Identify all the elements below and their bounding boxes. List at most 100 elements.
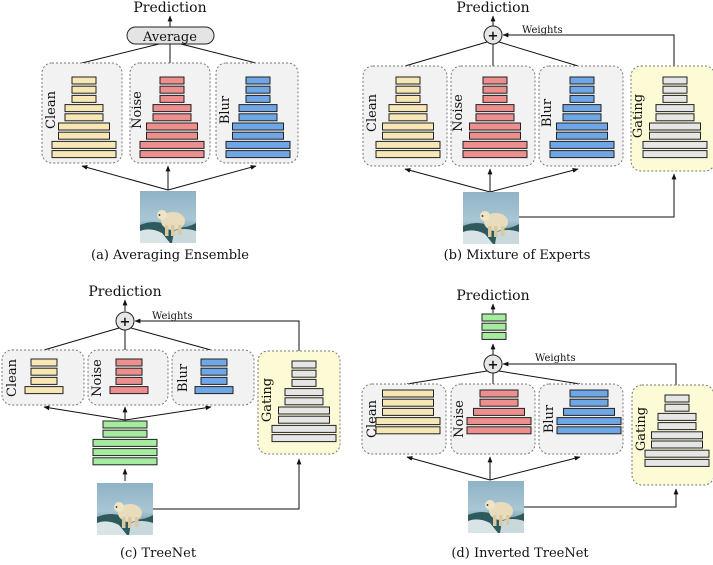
weights-label: Weights (152, 311, 193, 322)
clean-layer (382, 407, 434, 416)
noise-layer (139, 150, 205, 159)
gating-layer (284, 397, 324, 406)
gating-layer (278, 406, 330, 415)
noise-layer (115, 367, 143, 376)
clean-layer (375, 150, 441, 159)
svg-text:+: + (488, 29, 499, 44)
prediction-label: Prediction (456, 288, 529, 304)
blur-layer (549, 150, 615, 159)
expert-noise: Noise (129, 62, 211, 164)
svg-text:Blur: Blur (540, 98, 555, 127)
expert-blur: Blur (538, 65, 624, 167)
gating-layer (664, 403, 690, 412)
gating-layer (662, 85, 688, 94)
shared-head (481, 313, 507, 340)
svg-text:Clean: Clean (44, 90, 59, 129)
input-image (140, 191, 196, 243)
expert-clean: Clean (1, 349, 85, 406)
blur-layer (200, 367, 228, 376)
clean-layer (51, 150, 117, 159)
clean-layer (382, 389, 434, 398)
shared-layer (102, 429, 148, 438)
noise-layer (146, 122, 198, 131)
prediction-label: Prediction (133, 0, 206, 16)
svg-text:Blur: Blur (542, 404, 557, 433)
svg-text:Gating: Gating (260, 378, 275, 422)
input-image (97, 483, 153, 535)
shared-layer (481, 322, 507, 331)
prediction-label: Prediction (456, 0, 529, 16)
svg-text:Blur: Blur (218, 95, 233, 124)
blur-layer (245, 85, 271, 94)
shared-layer (92, 457, 158, 466)
noise-layer (109, 386, 149, 395)
panel-b: Prediction + Weights Clean Noise Blur Ga… (362, 0, 713, 263)
svg-text:Noise: Noise (451, 94, 466, 132)
expert-noise: Noise (450, 65, 536, 167)
blur-layer (569, 85, 595, 94)
input-image (463, 192, 519, 244)
noise-layer (115, 376, 143, 385)
gating-layer (291, 378, 317, 387)
caption-d: (d) Inverted TreeNet (451, 546, 589, 561)
input-image (468, 481, 524, 533)
clean-layer (382, 131, 434, 140)
blur-layer (562, 104, 602, 113)
blur-layer (238, 113, 278, 122)
noise-layer (475, 113, 515, 122)
blur-layer (245, 76, 271, 85)
gating-layer (642, 140, 708, 149)
expert-clean: Clean (362, 65, 448, 167)
clean-layer (395, 85, 421, 94)
svg-text:Noise: Noise (452, 400, 467, 438)
gating-layer (291, 360, 317, 369)
weights-label: Weights (522, 25, 563, 36)
gating-layer (649, 131, 701, 140)
expert-blur: Blur (538, 383, 624, 455)
gating-layer (644, 449, 710, 458)
blur-layer (194, 386, 234, 395)
caption-a: (a) Averaging Ensemble (91, 248, 249, 263)
blur-layer (569, 398, 609, 407)
caption-c: (c) TreeNet (120, 546, 197, 561)
noise-layer (462, 150, 528, 159)
gating-layer (655, 113, 695, 122)
clean-layer (71, 94, 97, 103)
noise-layer (475, 104, 515, 113)
noise-layer (139, 140, 205, 149)
noise-layer (159, 94, 185, 103)
svg-text:Clean: Clean (365, 93, 380, 132)
clean-layer (388, 104, 428, 113)
svg-text:Gating: Gating (631, 94, 646, 138)
gating-layer (291, 369, 317, 378)
noise-layer (482, 94, 508, 103)
blur-layer (556, 131, 608, 140)
noise-layer (152, 113, 192, 122)
clean-layer (382, 398, 434, 407)
blur-layer (556, 426, 622, 435)
blur-layer (569, 76, 595, 85)
gating-layer (644, 458, 710, 467)
panel-d: Prediction + Weights Clean Noise Blur (361, 288, 713, 561)
gating-layer (651, 431, 703, 440)
noise-layer (462, 140, 528, 149)
blur-layer (569, 94, 595, 103)
svg-text:+: + (120, 315, 131, 330)
gating-network: Gating (631, 384, 713, 486)
gating-layer (662, 94, 688, 103)
blur-layer (238, 104, 278, 113)
blur-layer (225, 150, 291, 159)
panel-c: Prediction + Weights Clean Noise Blur Ga… (1, 284, 341, 561)
noise-layer (466, 426, 532, 435)
clean-layer (51, 140, 117, 149)
noise-layer (469, 122, 521, 131)
shared-trunk (92, 420, 158, 466)
noise-layer (482, 76, 508, 85)
clean-layer (30, 376, 58, 385)
blur-layer (569, 389, 609, 398)
clean-layer (24, 386, 64, 395)
gating-layer (649, 122, 701, 131)
gating-layer (271, 424, 337, 433)
weights-label: Weights (535, 353, 576, 364)
